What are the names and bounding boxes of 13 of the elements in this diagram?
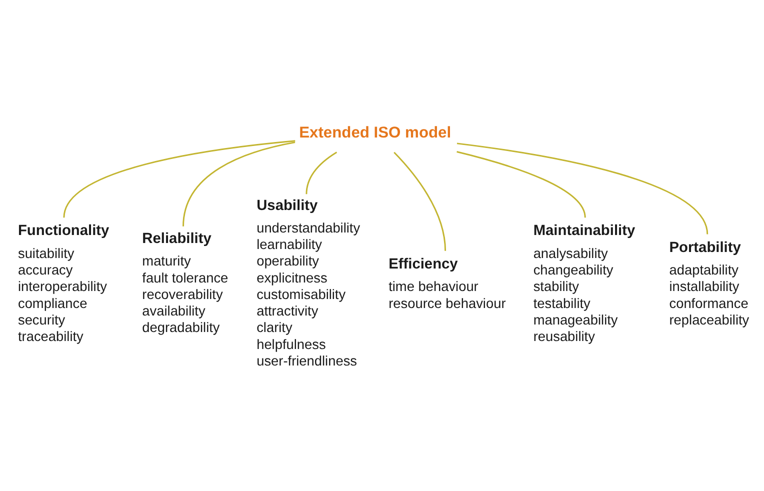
connector (456, 151, 586, 218)
connector (306, 152, 338, 194)
node-text: Usability understandability learnability operability explicitness customisability attractivity clarity helpfulness user-friendliness (256, 198, 360, 368)
node-text: Efficiency time behaviour resource behaviour (388, 256, 506, 311)
node-text: Extended ISO model (299, 124, 452, 142)
node-text: Portability adaptability installability conformance replaceability (669, 240, 750, 328)
node-text: Functionality suitability accuracy interoperability compliance security traceability (18, 223, 110, 344)
connector (182, 142, 296, 226)
node-text: Reliability maturity fault tolerance recoverability availability degradability (142, 231, 228, 336)
connector (394, 152, 446, 251)
connector (456, 142, 708, 234)
node-text: Maintainability analysability changeability stability testability manageability reusability (533, 223, 636, 344)
connector (63, 140, 296, 218)
